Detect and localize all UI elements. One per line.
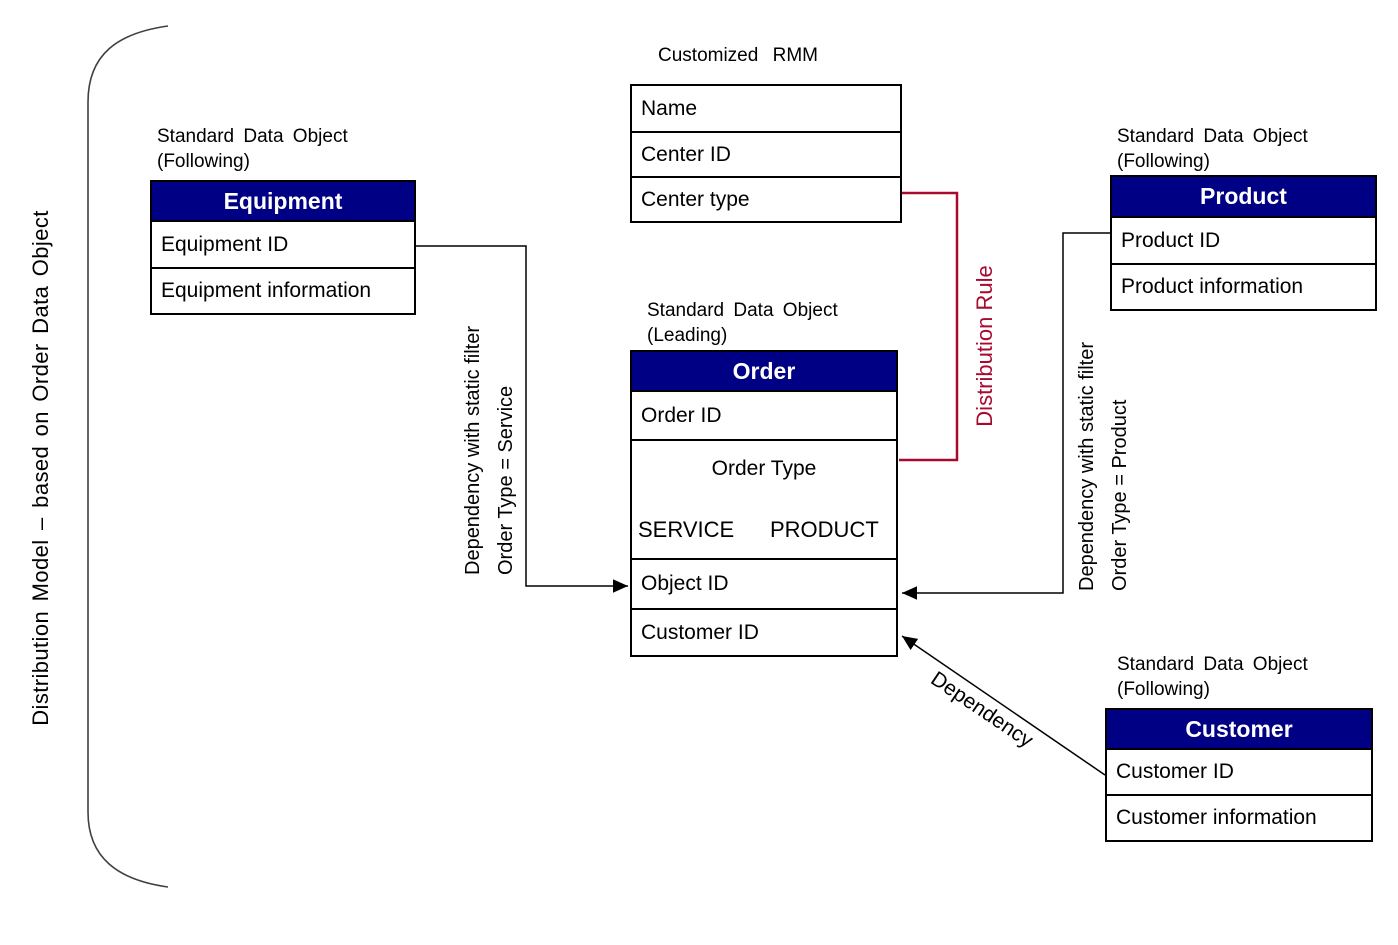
order-label-line1: Standard Data Object bbox=[647, 300, 838, 321]
order-label-line2: (Leading) bbox=[647, 325, 728, 346]
equipment-row-info: Equipment information bbox=[152, 267, 414, 313]
service-dependency-label-line1: Dependency with static filter bbox=[462, 325, 484, 575]
customer-label-line1: Standard Data Object bbox=[1117, 654, 1308, 675]
order-header: Order bbox=[632, 352, 896, 390]
left-brace bbox=[87, 25, 169, 888]
customer-row-info: Customer information bbox=[1107, 794, 1371, 840]
service-dependency-label-line2: Order Type = Service bbox=[495, 385, 517, 575]
product-row-id: Product ID bbox=[1112, 216, 1375, 263]
product-row-info: Product information bbox=[1112, 263, 1375, 309]
rmm-title: Customized RMM bbox=[658, 45, 818, 66]
product-label-line1: Standard Data Object bbox=[1117, 126, 1308, 147]
product-dependency-label: Dependency with static filter Order Type… bbox=[1071, 281, 1137, 591]
equipment-label-line1: Standard Data Object bbox=[157, 126, 348, 147]
equipment-label-line2: (Following) bbox=[157, 151, 250, 172]
equipment-entity: Equipment Equipment ID Equipment informa… bbox=[150, 180, 416, 315]
equipment-row-id: Equipment ID bbox=[152, 220, 414, 267]
diagram-side-title: Distribution Model – based on Order Data… bbox=[28, 210, 53, 726]
customer-dependency-label: Dependency bbox=[926, 667, 1038, 753]
customer-label-line2: (Following) bbox=[1117, 679, 1210, 700]
customer-header: Customer bbox=[1107, 710, 1371, 748]
product-entity: Product Product ID Product information bbox=[1110, 175, 1377, 311]
order-row-object-id: Object ID bbox=[632, 558, 896, 608]
rmm-entity: Name Center ID Center type bbox=[630, 84, 902, 223]
rmm-row-center-type: Center type bbox=[632, 176, 900, 221]
distribution-rule-connector bbox=[898, 191, 959, 462]
order-object-label: Standard Data Object (Leading) bbox=[647, 298, 838, 348]
customer-object-label: Standard Data Object (Following) bbox=[1117, 652, 1308, 702]
order-entity: Order Order ID Order Type SERVICE PRODUC… bbox=[630, 350, 898, 657]
product-label-line2: (Following) bbox=[1117, 151, 1210, 172]
rmm-row-center-id: Center ID bbox=[632, 131, 900, 176]
equipment-object-label: Standard Data Object (Following) bbox=[157, 124, 348, 174]
customer-dependency-connector bbox=[901, 635, 1106, 776]
product-header: Product bbox=[1112, 177, 1375, 216]
order-row-customer-id: Customer ID bbox=[632, 608, 896, 655]
rmm-row-name: Name bbox=[632, 86, 900, 131]
product-object-label: Standard Data Object (Following) bbox=[1117, 124, 1308, 174]
customer-row-id: Customer ID bbox=[1107, 748, 1371, 794]
order-type-label: Order Type bbox=[711, 457, 817, 480]
order-type-service: SERVICE bbox=[638, 517, 735, 542]
equipment-header: Equipment bbox=[152, 182, 414, 220]
order-row-order-type: Order Type SERVICE PRODUCT bbox=[632, 439, 896, 558]
order-row-order-id: Order ID bbox=[632, 390, 896, 439]
distribution-rule-label: Distribution Rule bbox=[972, 265, 997, 427]
order-type-product: PRODUCT bbox=[770, 517, 879, 542]
product-dependency-label-line2: Order Type = Product bbox=[1109, 399, 1131, 591]
product-dependency-label-line1: Dependency with static filter bbox=[1076, 341, 1098, 591]
service-dependency-label: Dependency with static filter Order Type… bbox=[457, 265, 523, 575]
customer-entity: Customer Customer ID Customer informatio… bbox=[1105, 708, 1373, 842]
